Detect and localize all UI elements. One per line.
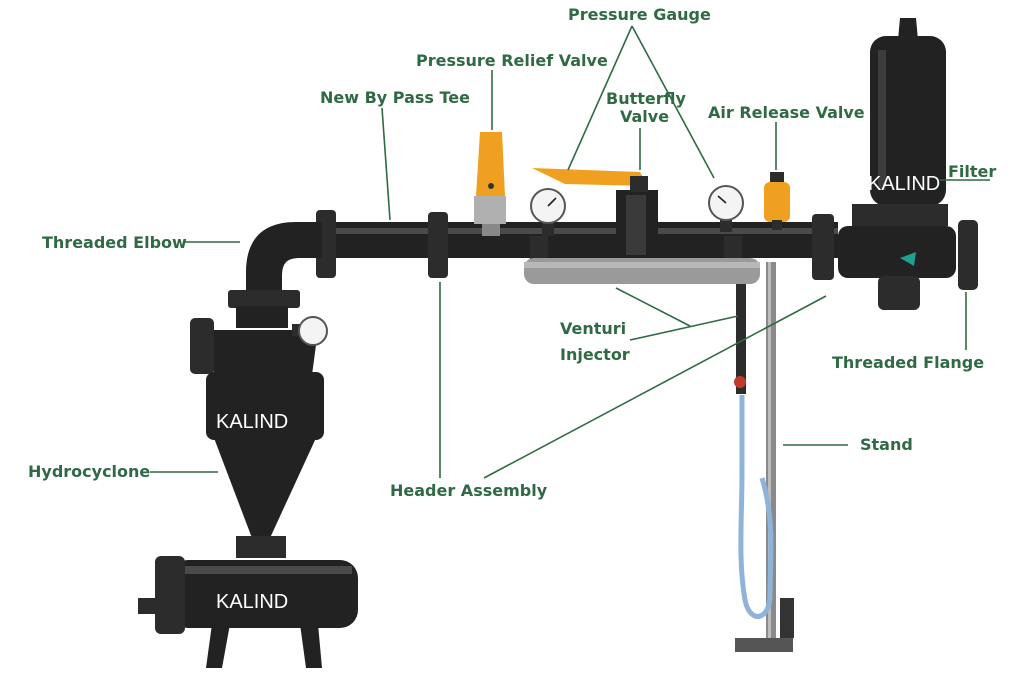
label-filter: Filter xyxy=(948,162,996,181)
blue-hose xyxy=(738,395,774,619)
label-hydrocyclone: Hydrocyclone xyxy=(28,462,150,481)
label-butterfly-valve-2: Valve xyxy=(620,107,669,126)
tank-brand: KALIND xyxy=(216,591,288,613)
main-header-pipe xyxy=(316,190,838,280)
threaded-elbow-drawing xyxy=(228,222,322,308)
pressure-gauge-left xyxy=(530,188,566,236)
label-new-by-pass-tee: New By Pass Tee xyxy=(320,88,470,107)
stand-drawing xyxy=(735,262,794,652)
venturi-injector-drawing xyxy=(524,236,760,394)
label-pressure-relief-valve: Pressure Relief Valve xyxy=(416,51,608,70)
label-venturi-1: Venturi xyxy=(560,319,626,338)
cyclone-brand: KALIND xyxy=(216,411,288,433)
pressure-gauge-cyclone xyxy=(292,316,328,346)
label-header-assembly: Header Assembly xyxy=(390,481,548,500)
butterfly-handle-drawing xyxy=(532,168,648,192)
pressure-relief-valve-drawing xyxy=(474,132,506,236)
label-threaded-elbow: Threaded Elbow xyxy=(42,233,187,252)
label-butterfly-valve-1: Butterfly xyxy=(606,89,686,108)
air-release-valve-drawing xyxy=(764,172,790,230)
filter-drawing xyxy=(838,18,978,310)
filter-brand: KALIND xyxy=(868,173,940,195)
hydrocyclone-drawing xyxy=(138,306,358,668)
label-air-release-valve: Air Release Valve xyxy=(708,103,865,122)
leader-lines xyxy=(150,25,990,479)
label-venturi-2: Injector xyxy=(560,345,630,364)
label-threaded-flange: Threaded Flange xyxy=(832,353,984,372)
label-pressure-gauge: Pressure Gauge xyxy=(568,5,711,24)
pressure-gauge-right xyxy=(708,185,744,232)
label-stand: Stand xyxy=(860,435,913,454)
